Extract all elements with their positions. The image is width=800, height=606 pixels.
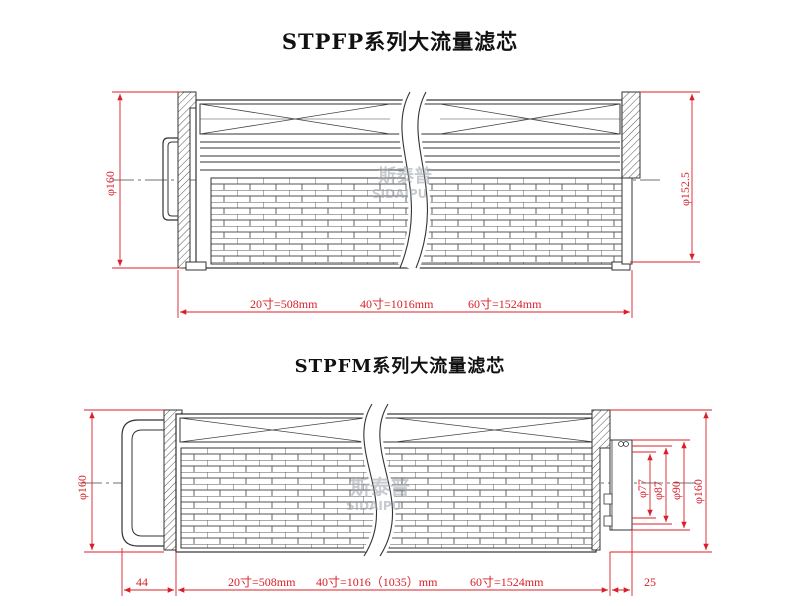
bottom-right-flange: [591, 409, 611, 551]
top-diagram-title: STPFP系列大流量滤芯: [281, 29, 519, 54]
bottom-left-handle: [121, 419, 168, 547]
top-left-diameter-label: φ160: [103, 171, 117, 196]
bottom-break-symbol: [360, 398, 396, 562]
bottom-right-diameter-label: φ160: [691, 479, 705, 504]
bottom-right-spigot: [609, 439, 633, 531]
top-left-handle: [162, 137, 178, 221]
top-length-40-label: 40寸=1016mm: [360, 297, 434, 311]
bottom-left-diameter-label: φ160: [75, 475, 89, 500]
top-filter-drawing: φ160 φ152.5 20寸=508mm 40寸=1016mm 60寸=152…: [103, 86, 700, 318]
bottom-length-60-label: 60寸=1524mm: [470, 575, 544, 589]
bottom-d77-label: φ77: [635, 479, 649, 498]
bottom-d90-label: φ90: [669, 481, 683, 500]
bottom-watermark-latin: SIDAIPU: [346, 499, 401, 513]
top-break-symbol: [397, 86, 431, 273]
bottom-right-offset-label: 25: [644, 575, 656, 589]
bottom-d87-label: φ87: [651, 481, 665, 500]
top-length-60-label: 60寸=1524mm: [468, 297, 542, 311]
bottom-length-40-label: 40寸=1016（1035）mm: [316, 575, 438, 589]
top-length-20-label: 20寸=508mm: [250, 297, 318, 311]
bottom-filter-drawing: φ160 φ77 φ87 φ90 φ160 44 25 20寸=508mm 40…: [75, 398, 712, 596]
top-right-diameter-label: φ152.5: [678, 172, 692, 206]
bottom-watermark-brand: 斯泰普: [350, 475, 410, 499]
top-watermark-brand: 斯泰普: [378, 165, 432, 187]
top-watermark-latin: SIDAIPU: [372, 187, 427, 201]
bottom-diagram-title: STPFM系列大流量滤芯: [294, 356, 506, 377]
top-right-flange: [621, 91, 641, 179]
bottom-left-offset-label: 44: [136, 575, 148, 589]
bottom-length-20-label: 20寸=508mm: [228, 575, 296, 589]
